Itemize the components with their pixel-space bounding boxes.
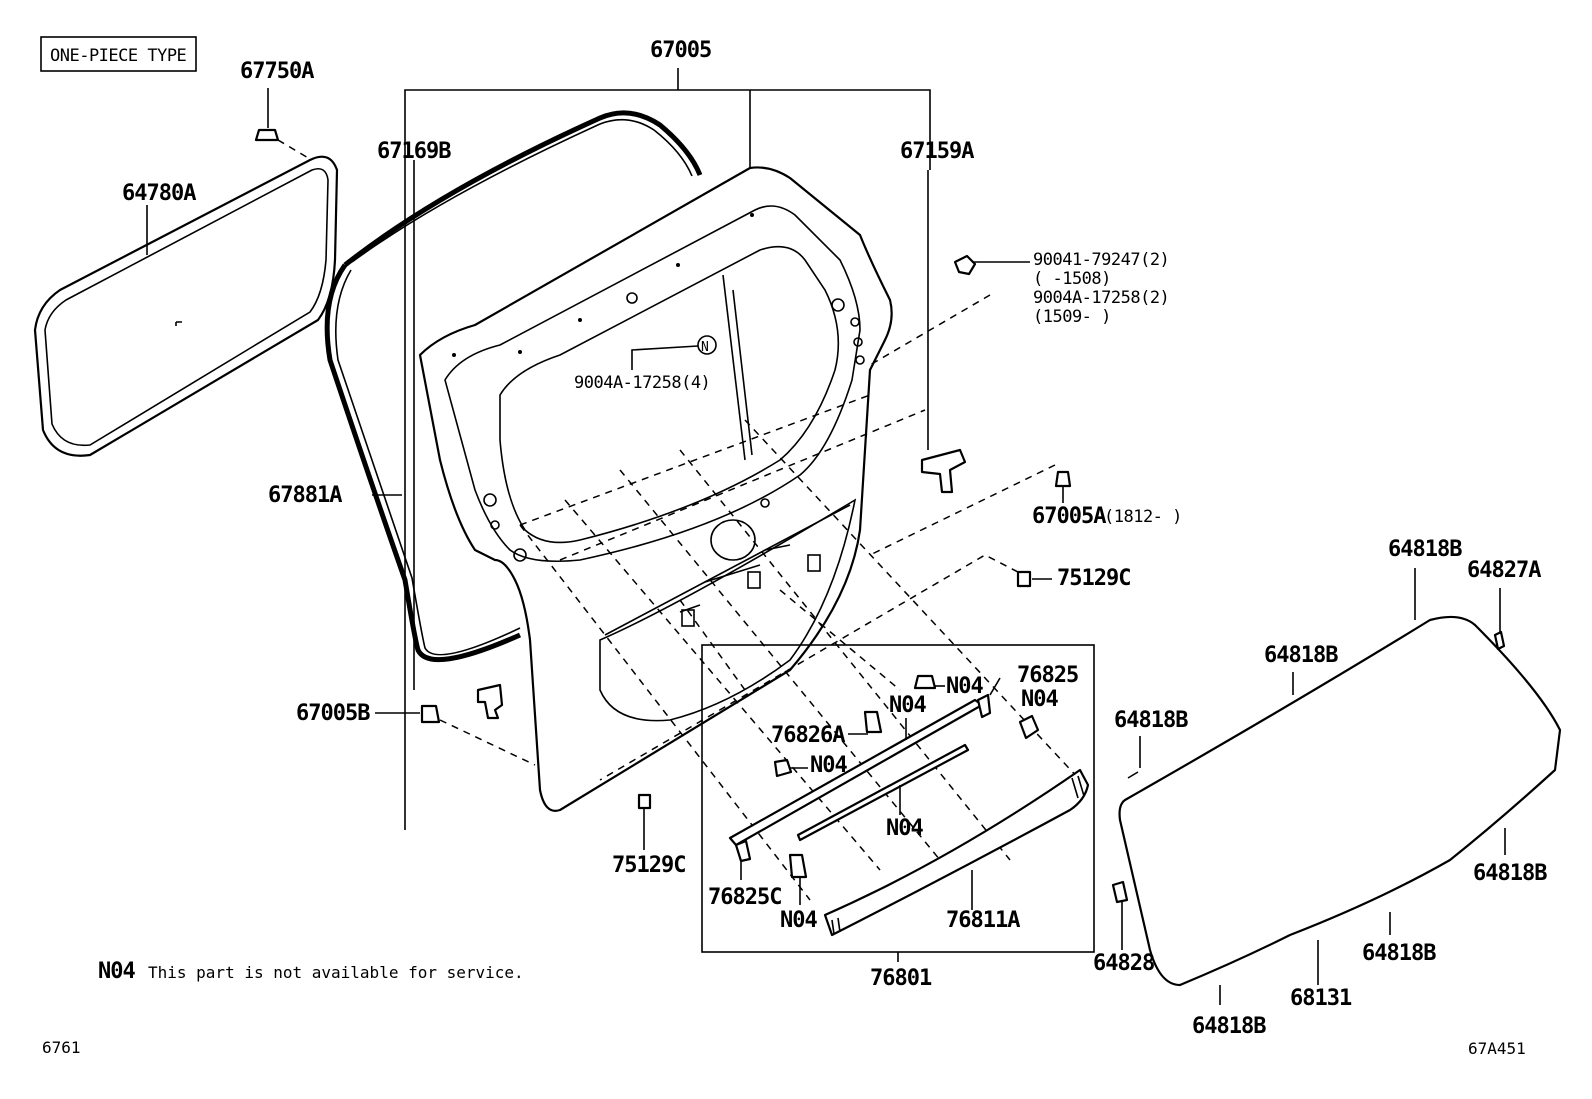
label-64818B-6[interactable]: 64818B <box>1192 1014 1267 1039</box>
label-90041-range: ( -1508) <box>1033 269 1111 289</box>
label-75129C-bottom[interactable]: 75129C <box>612 853 686 878</box>
label-64827A[interactable]: 64827A <box>1467 558 1542 583</box>
label-9004A-17258-2[interactable]: 9004A-17258(2) <box>1033 288 1170 308</box>
label-64818B-5[interactable]: 64818B <box>1362 941 1437 966</box>
trim-panel-64780A <box>33 155 339 457</box>
label-64818B-2[interactable]: 64818B <box>1264 643 1339 668</box>
label-67005B[interactable]: 67005B <box>296 701 371 726</box>
label-n04-1[interactable]: N04 <box>946 674 984 699</box>
type-box <box>40 36 197 72</box>
label-67881A[interactable]: 67881A <box>268 483 343 508</box>
label-67005[interactable]: 67005 <box>650 38 712 63</box>
hinge-67169B <box>476 683 504 720</box>
label-n04-4[interactable]: N04 <box>810 753 848 778</box>
glass-spacers <box>1111 568 1506 1005</box>
label-76801[interactable]: 76801 <box>870 966 933 991</box>
garnish-76811A <box>823 768 1090 937</box>
note-text: This part is not available for service. <box>148 963 524 982</box>
back-glass-68131 <box>1118 615 1562 987</box>
back-door-67005 <box>418 166 893 812</box>
clip-67750A <box>254 88 316 163</box>
label-90041[interactable]: 90041-79247(2) <box>1033 250 1170 270</box>
label-9004A-17258-4[interactable]: 9004A-17258(4) <box>574 373 711 393</box>
clip-75129C-right <box>599 554 1052 781</box>
label-67005A[interactable]: 67005A <box>1032 504 1107 529</box>
label-64818B-4[interactable]: 64818B <box>1473 861 1548 886</box>
weatherstrip-67881A <box>324 110 703 663</box>
n-symbol-circle <box>697 335 717 355</box>
label-76825C[interactable]: 76825C <box>708 885 782 910</box>
note-code: N04 <box>98 959 135 984</box>
label-n04-2[interactable]: N04 <box>1021 687 1059 712</box>
hinge-67159A <box>920 448 967 494</box>
label-n04-6[interactable]: N04 <box>780 908 818 933</box>
bumper-67005A <box>869 464 1072 556</box>
label-n04-3[interactable]: N04 <box>889 693 927 718</box>
label-64780A[interactable]: 64780A <box>122 181 197 206</box>
label-75129C-right[interactable]: 75129C <box>1057 566 1131 591</box>
clip-75129C-bottom <box>637 793 652 850</box>
inner-strip <box>796 743 970 842</box>
label-67169B[interactable]: 67169B <box>377 139 452 164</box>
label-67005A-range: (1812- ) <box>1104 507 1182 527</box>
label-9004A-range: (1509- ) <box>1033 307 1111 327</box>
label-n04-5[interactable]: N04 <box>886 816 924 841</box>
stopper-67005B <box>375 704 536 766</box>
bolt-90041 <box>869 254 1030 366</box>
strip-76825 <box>728 677 1001 880</box>
page-code: 6761 <box>42 1038 81 1057</box>
n-symbol: N <box>701 340 708 355</box>
bracket-67005 <box>404 68 931 830</box>
label-67750A[interactable]: 67750A <box>240 59 315 84</box>
label-64818B-1[interactable]: 64818B <box>1388 537 1463 562</box>
clips-n04 <box>773 674 1040 879</box>
type-label: ONE-PIECE TYPE <box>50 46 187 66</box>
label-76825[interactable]: 76825 <box>1017 663 1079 688</box>
label-64828[interactable]: 64828 <box>1093 951 1155 976</box>
label-76811A[interactable]: 76811A <box>946 908 1021 933</box>
label-67159A[interactable]: 67159A <box>900 139 975 164</box>
figure-code: 67A451 <box>1468 1039 1526 1058</box>
label-76826A[interactable]: 76826A <box>771 723 846 748</box>
label-64818B-3[interactable]: 64818B <box>1114 708 1189 733</box>
label-68131[interactable]: 68131 <box>1290 986 1353 1011</box>
